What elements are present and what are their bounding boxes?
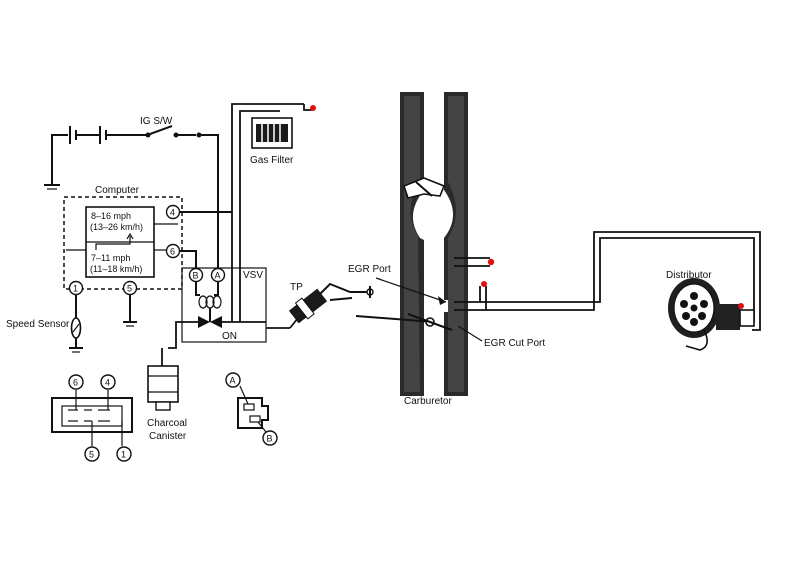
- vsv-pin-b: B: [193, 271, 199, 281]
- range-high-mph: 8–16 mph: [91, 211, 131, 221]
- range-low-kmh: (11–18 km/h): [90, 264, 142, 274]
- carburetor-label: Carburetor: [404, 396, 452, 407]
- vsv-connector: A B: [225, 372, 278, 446]
- charcoal-label-2: Canister: [149, 431, 187, 442]
- distributor: Distributor: [666, 270, 755, 351]
- egr-ports: EGR Port EGR Cut Port: [348, 257, 545, 349]
- vsv-pin-a: A: [215, 271, 221, 281]
- egr-cut-port-label: EGR Cut Port: [484, 338, 545, 349]
- vsv-connector-pin-b: B: [267, 434, 273, 444]
- computer-pin-4: 4: [170, 208, 175, 218]
- distributor-label: Distributor: [666, 270, 712, 281]
- ignition-switch-icon: [145, 125, 202, 138]
- computer-unit: Computer 8–16 mph (13–26 km/h) 7–11 mph …: [63, 185, 183, 296]
- vsv-label: VSV: [243, 270, 263, 281]
- charcoal-label-1: Charcoal: [147, 418, 187, 429]
- solenoid-coil-icon: [198, 295, 222, 309]
- speed-sensor: Speed Sensor: [6, 317, 83, 353]
- charcoal-canister: Charcoal Canister: [147, 348, 187, 442]
- ig-sw-label: IG S/W: [140, 116, 173, 127]
- vacuum-hoses-left: [168, 321, 290, 349]
- carburetor: Carburetor: [355, 92, 468, 407]
- connector-pin-4: 4: [105, 378, 110, 388]
- range-high-kmh: (13–26 km/h): [90, 222, 143, 232]
- egr-port-label: EGR Port: [348, 264, 391, 275]
- choke-plate: [403, 177, 446, 199]
- speed-sensor-label: Speed Sensor: [6, 319, 70, 330]
- tp-label: TP: [290, 282, 303, 293]
- vacuum-hose-distributor: [480, 231, 761, 331]
- computer-pin-1: 1: [73, 284, 78, 294]
- connector-pin-1: 1: [121, 450, 126, 460]
- gas-filter-label: Gas Filter: [250, 155, 294, 166]
- computer-pin-6: 6: [170, 247, 175, 257]
- connector-pin-6: 6: [73, 378, 78, 388]
- computer-label: Computer: [95, 185, 140, 196]
- vsv-valve: B A VSV ON: [181, 267, 267, 343]
- vsv-on-label: ON: [222, 331, 237, 342]
- vsv-connector-pin-a: A: [230, 376, 236, 386]
- computer-pin-5: 5: [127, 284, 132, 294]
- computer-connector: 6 4 5 1: [51, 374, 133, 462]
- throttle-positioner: TP: [288, 282, 374, 329]
- computer-wiring: [75, 211, 232, 327]
- connector-pin-5: 5: [89, 450, 94, 460]
- range-low-mph: 7–11 mph: [91, 253, 130, 263]
- gas-filter: Gas Filter: [231, 103, 316, 322]
- battery-circuit: IG S/W: [44, 116, 219, 268]
